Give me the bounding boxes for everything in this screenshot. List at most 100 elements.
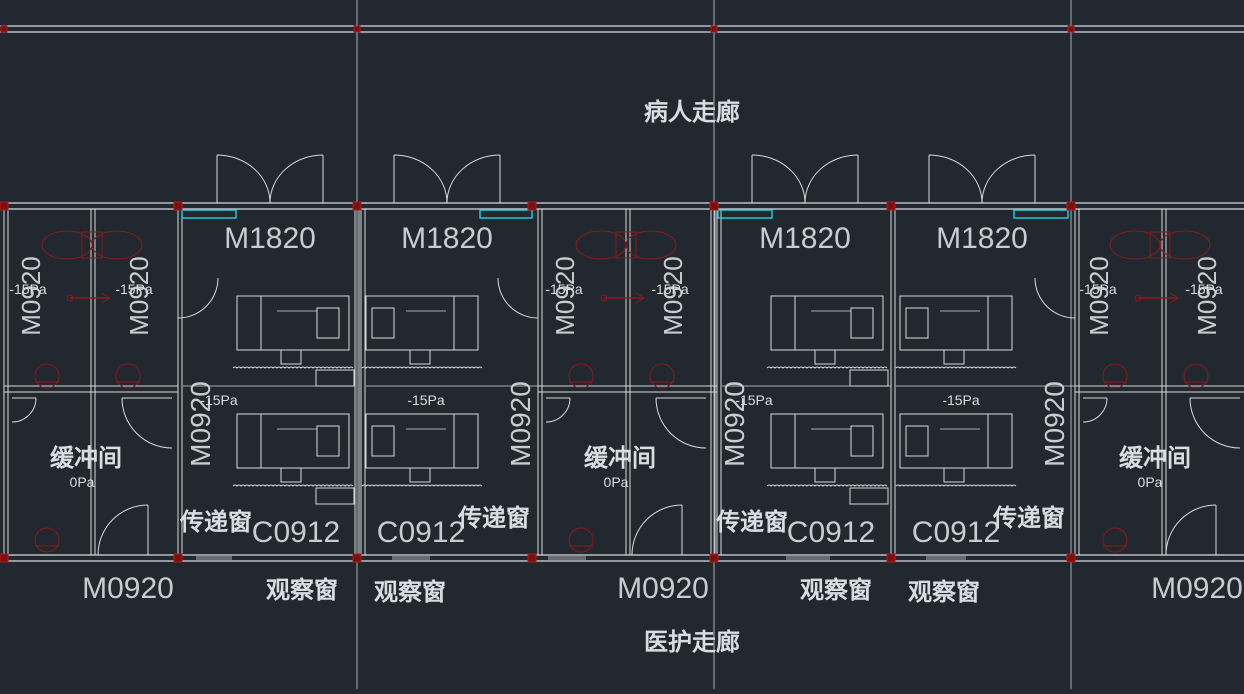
door-code-label: M0920 (82, 572, 174, 605)
drain-circle (34, 363, 60, 389)
window-code-label: C0912 (912, 516, 1000, 549)
structural-column (1066, 201, 1076, 211)
bed-table (316, 307, 340, 339)
arrow-head (101, 292, 111, 304)
door-code-vertical-label: M0920 (124, 256, 154, 336)
medical-equipment (34, 230, 1211, 553)
arrow-tail (600, 294, 608, 302)
door-code-vertical-label: M0920 (1192, 256, 1222, 336)
sink-fixture (41, 230, 143, 260)
floor-line (766, 484, 888, 487)
pressure-label: 0Pa (70, 474, 95, 490)
structural-column (709, 553, 719, 563)
bed-table (316, 425, 340, 457)
pass-window-label: 传递窗 (715, 508, 788, 536)
hospital-bed (232, 413, 354, 487)
bed-table (905, 307, 929, 339)
bed-head (987, 295, 1013, 351)
floor-line (361, 484, 483, 487)
door-swing (545, 397, 571, 423)
bed-head (236, 413, 262, 469)
bed-step (280, 349, 302, 365)
door-swing (804, 154, 859, 204)
bed-step (814, 467, 836, 483)
observation-window-label: 观察窗 (908, 578, 980, 606)
door-code-label: M1820 (936, 222, 1028, 255)
pressure-label: -15Pa (942, 392, 980, 408)
airflow-arrow (66, 292, 111, 304)
door-swing (655, 397, 707, 449)
floor-drain (34, 527, 60, 553)
axis-grid-lines (356, 0, 1072, 689)
floor-line (766, 366, 888, 369)
bed-table (371, 307, 395, 339)
window-code-label: C0912 (252, 516, 340, 549)
drain-circle (568, 363, 594, 389)
floor-drain (115, 363, 141, 389)
bed-head (987, 413, 1013, 469)
pressure-label: 0Pa (1138, 474, 1163, 490)
structural-column (0, 553, 9, 563)
door-swing (928, 154, 983, 204)
single-door (1034, 277, 1076, 319)
pass-window-label: 传递窗 (179, 508, 252, 536)
bed-step (943, 467, 965, 483)
door-swing (97, 504, 149, 556)
pressure-label: 0Pa (604, 474, 629, 490)
single-door (1082, 397, 1108, 423)
door-swing (1034, 277, 1076, 319)
door-code-label: M1820 (401, 222, 493, 255)
sink-center (81, 231, 103, 259)
single-door (631, 504, 683, 556)
hospital-bed (895, 413, 1017, 487)
door-code-label: M1820 (759, 222, 851, 255)
bed-step (280, 467, 302, 483)
sink-basin (1159, 230, 1211, 260)
bed-step (409, 467, 431, 483)
buffer-room-label: 缓冲间 (1119, 444, 1191, 472)
door-swing (216, 154, 271, 204)
drain-circle (1183, 363, 1209, 389)
door-code-vertical-label: M0920 (550, 256, 580, 336)
door-code-vertical-label: M0920 (1039, 381, 1070, 467)
bed-table (850, 307, 874, 339)
sink-fixture (575, 230, 677, 260)
door-swing (497, 277, 539, 319)
hospital-bed (895, 295, 1017, 369)
door-swing (393, 154, 448, 204)
single-door (121, 397, 173, 449)
pressure-label: -15Pa (651, 281, 689, 297)
door-code-vertical-label: M0920 (185, 381, 216, 467)
structural-column (352, 201, 362, 211)
door-code-vertical-label: M0920 (505, 381, 536, 467)
single-door (1189, 397, 1241, 449)
door-code-label: M1820 (224, 222, 316, 255)
medical-corridor-label: 医护走廊 (644, 628, 740, 656)
single-door (545, 397, 571, 423)
arrow-head (1169, 292, 1179, 304)
arrow-tail (1134, 294, 1142, 302)
pass-box (849, 487, 889, 505)
observation-window-label: 观察窗 (800, 576, 872, 604)
sink-center (1149, 231, 1171, 259)
single-door (655, 397, 707, 449)
pressure-label: -15Pa (735, 392, 773, 408)
sink-basin (91, 230, 143, 260)
floor-drain (1102, 363, 1128, 389)
drain-circle (649, 363, 675, 389)
floor-line (361, 366, 483, 369)
pressure-label: -15Pa (1079, 281, 1117, 297)
structural-column (0, 201, 9, 211)
buffer-room-label: 缓冲间 (584, 444, 656, 472)
pass-box (849, 369, 889, 387)
hospital-bed (361, 413, 483, 487)
window-glazing (479, 209, 533, 219)
structural-column (352, 553, 362, 563)
bed-table (850, 425, 874, 457)
single-door (497, 277, 539, 319)
single-door (11, 397, 37, 423)
door-swing (177, 277, 219, 319)
door-swing (1165, 504, 1217, 556)
single-door (97, 504, 149, 556)
